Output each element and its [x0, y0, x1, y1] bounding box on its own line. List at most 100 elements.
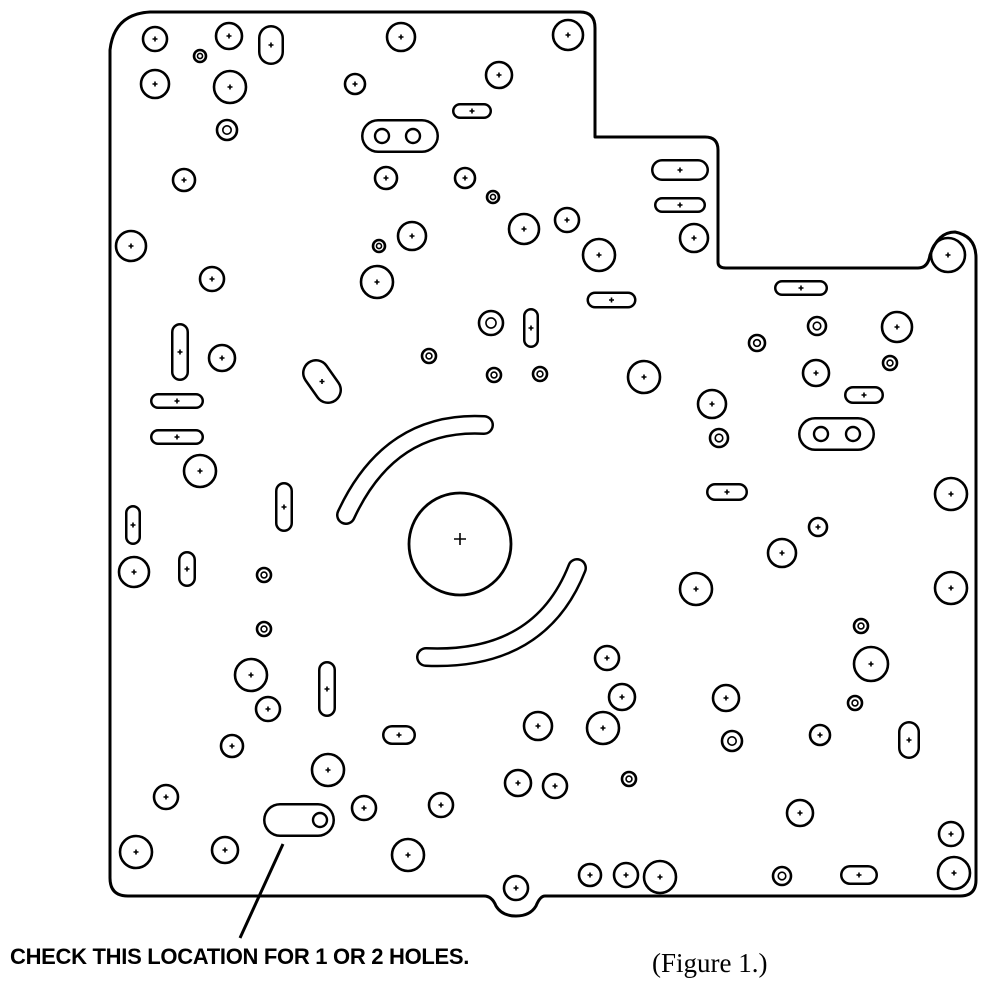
slot-center-mark [677, 202, 683, 208]
hole-center-mark [817, 732, 823, 738]
hole-inner-ring [425, 352, 433, 360]
hole-center-mark [868, 661, 874, 667]
hole [477, 309, 505, 337]
hole-inner-ring [851, 699, 859, 707]
hole-center-mark [227, 84, 233, 90]
hole-center-mark [131, 569, 137, 575]
hole [881, 354, 899, 372]
hole-inner-ring [490, 371, 498, 379]
hole-center-mark [564, 217, 570, 223]
hole-inner-ring [777, 871, 787, 881]
slot-center-mark [609, 297, 614, 303]
hole [852, 617, 870, 635]
hole [933, 476, 969, 512]
hole [766, 537, 798, 569]
hole [182, 453, 218, 489]
hole [310, 752, 346, 788]
annotation-text: CHECK THIS LOCATION FOR 1 OR 2 HOLES. [10, 944, 470, 969]
slot-center-mark [724, 489, 730, 495]
hole [678, 222, 710, 254]
hole [880, 310, 914, 344]
slot-center-mark [528, 325, 534, 331]
hole [141, 25, 169, 53]
hole-center-mark [374, 279, 380, 285]
hole [747, 333, 767, 353]
hole [255, 620, 273, 638]
hole [396, 220, 428, 252]
hole-center-mark [535, 723, 541, 729]
hole-center-mark [600, 725, 606, 731]
hole-inner-ring [714, 433, 724, 443]
curved-slot-inner [418, 560, 585, 665]
hole [152, 783, 180, 811]
hole-center-mark [515, 780, 521, 786]
hole [612, 861, 640, 889]
hole-center-mark [409, 233, 415, 239]
hole-center-mark [565, 32, 571, 38]
hole [933, 570, 969, 606]
hole-center-mark [623, 872, 629, 878]
hole [626, 359, 662, 395]
slot-center-mark [324, 686, 330, 692]
check-location-pad-hole [311, 811, 329, 829]
slot-center-mark [281, 504, 287, 510]
hole-center-mark [604, 655, 610, 661]
hole-center-mark [462, 175, 468, 181]
slot-center-mark [319, 379, 325, 384]
hole-center-mark [496, 72, 502, 78]
hole-center-mark [265, 706, 271, 712]
annotation-arrow [238, 843, 285, 939]
slot-center-mark [268, 42, 274, 48]
hole [359, 264, 395, 300]
hole-center-mark [894, 324, 900, 330]
hole [936, 855, 972, 891]
double-hole-pad-top-hole [404, 127, 422, 145]
hole [852, 645, 890, 683]
slot-center-mark [469, 108, 475, 114]
hole-center-mark [797, 810, 803, 816]
slot-center-mark [177, 349, 183, 355]
hole [117, 555, 151, 589]
hole-center-mark [779, 550, 785, 556]
hole-inner-ring [260, 625, 268, 633]
hole-center-mark [945, 252, 951, 258]
slot-center-mark [861, 392, 867, 398]
hole [522, 710, 554, 742]
hole-center-mark [619, 694, 625, 700]
hole [696, 388, 728, 420]
hole-center-mark [163, 794, 169, 800]
pointer-line [238, 843, 285, 939]
slot-center-mark [174, 434, 180, 440]
hole-inner-ring [196, 52, 204, 60]
hole-inner-ring [857, 622, 865, 630]
hole-center-mark [813, 370, 819, 376]
hole-inner-ring [536, 370, 544, 378]
hole-inner-ring [812, 321, 822, 331]
hole-inner-ring [489, 193, 497, 201]
hole [581, 237, 617, 273]
hole [210, 835, 240, 865]
hole-center-mark [248, 672, 254, 678]
hole [708, 427, 730, 449]
hole [642, 859, 678, 895]
center-features [336, 414, 587, 668]
hole-center-mark [948, 831, 954, 837]
holes-group [114, 18, 972, 902]
hole [233, 657, 269, 693]
hole-center-mark [219, 355, 225, 361]
hole-center-mark [596, 252, 602, 258]
hole [485, 189, 501, 205]
hole [929, 236, 967, 274]
hole-center-mark [948, 585, 954, 591]
hole [255, 566, 273, 584]
hole-center-mark [405, 852, 411, 858]
hole [620, 770, 638, 788]
hole [846, 694, 864, 712]
slot-center-mark [677, 167, 683, 173]
hole-center-mark [513, 885, 519, 891]
hole [118, 834, 154, 870]
hole-center-mark [641, 374, 647, 380]
hole-center-mark [209, 276, 215, 282]
hole-center-mark [723, 695, 729, 701]
